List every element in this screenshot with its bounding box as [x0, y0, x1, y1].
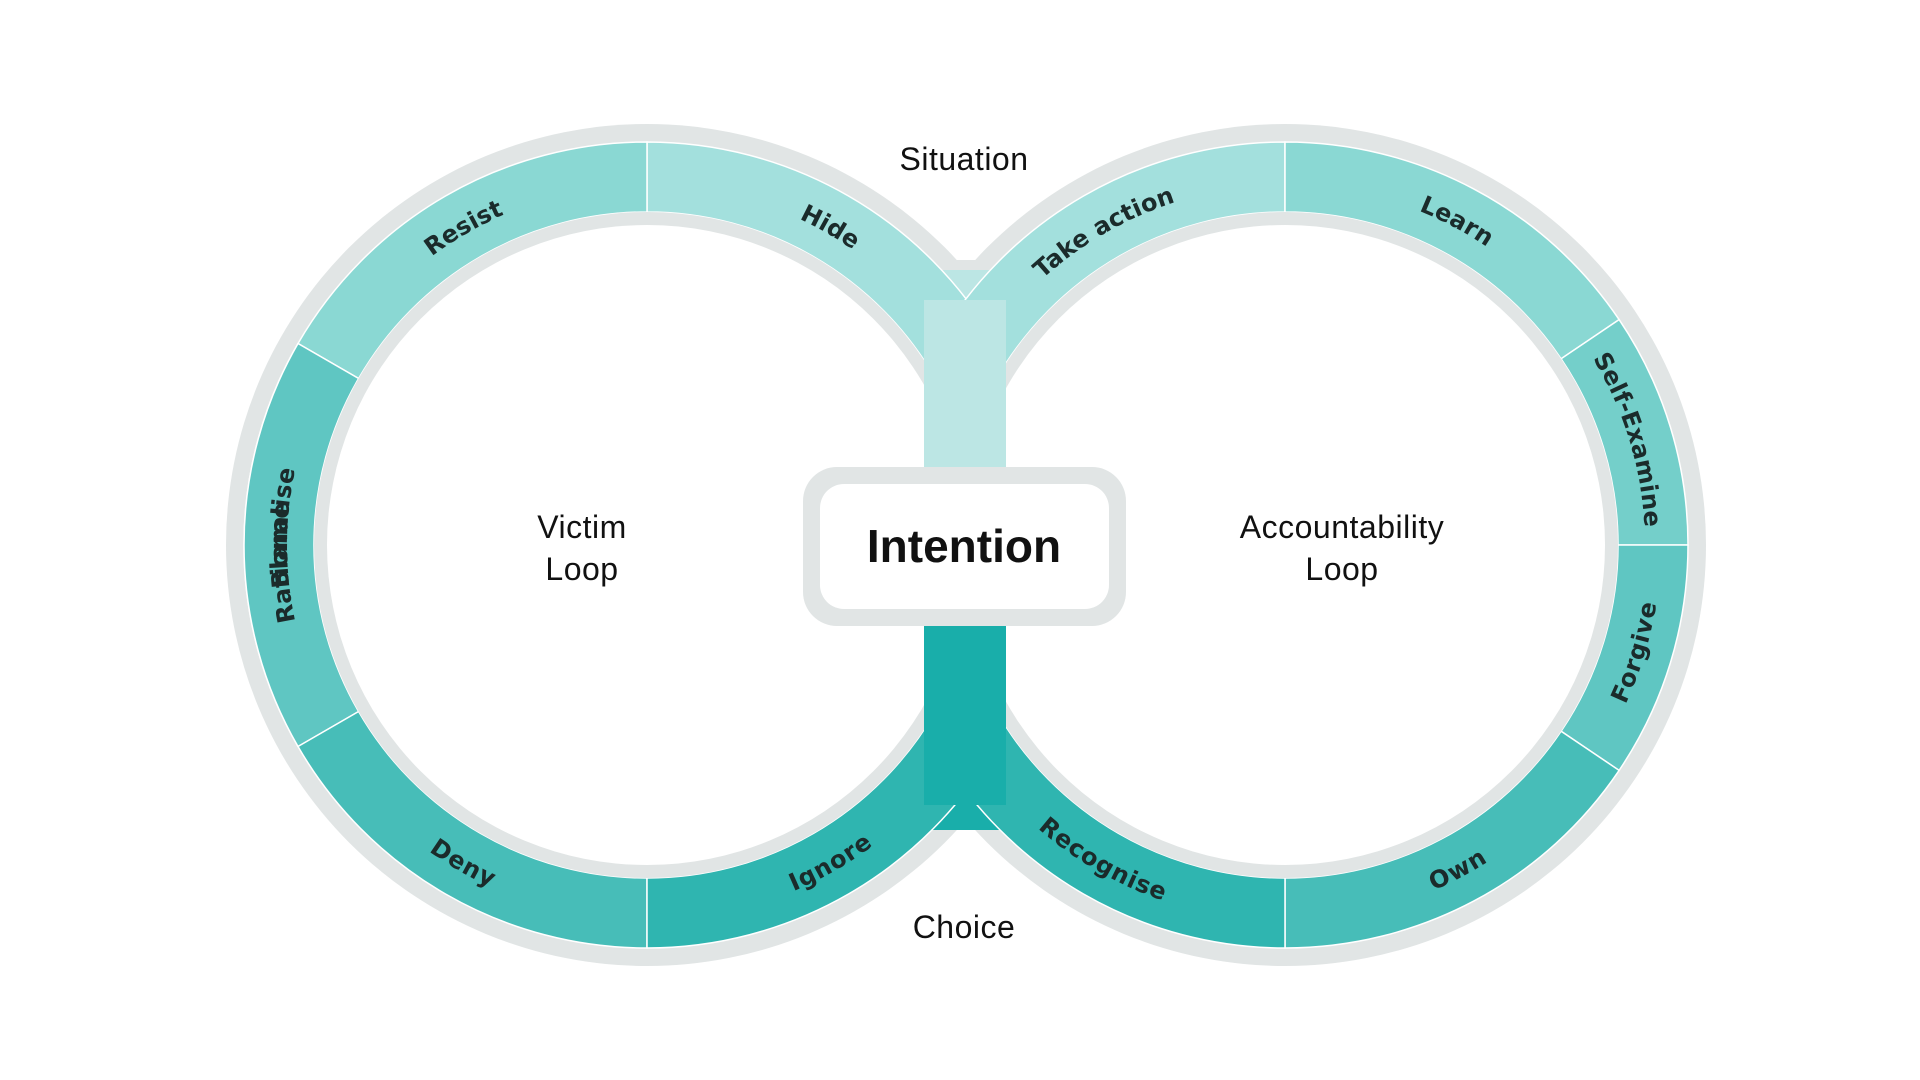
situation-label: Situation	[899, 141, 1028, 177]
victim-loop-title-line1: Victim	[537, 509, 627, 545]
connector-bottom-fill	[924, 615, 1006, 805]
accountability-loop-title-line2: Loop	[1305, 551, 1378, 587]
intention-box: Intention	[803, 467, 1126, 626]
connector-top-fill	[924, 300, 1006, 475]
intention-box-inner	[820, 484, 1109, 609]
victim-loop-ring	[243, 141, 998, 949]
victim-label-blame: Blame	[265, 500, 296, 589]
choice-label: Choice	[913, 909, 1016, 945]
intention-label: Intention	[867, 520, 1061, 572]
accountability-loop-title-line1: Accountability	[1240, 509, 1444, 545]
victim-loop-title-line2: Loop	[545, 551, 618, 587]
accountability-loop-ring	[934, 141, 1689, 949]
accountability-loop-inner	[965, 225, 1605, 865]
victim-loop-inner	[327, 225, 967, 865]
